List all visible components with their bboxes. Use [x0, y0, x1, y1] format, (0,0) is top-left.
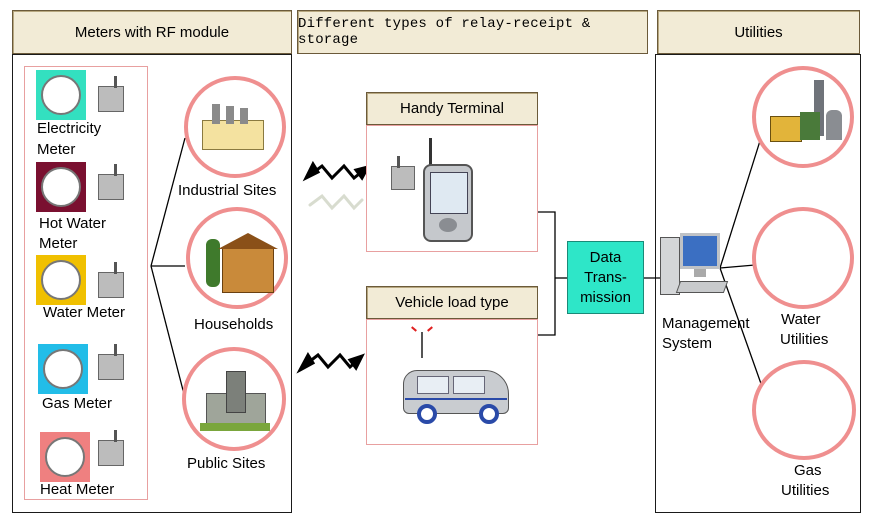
data-transmission-line2: Trans- — [584, 268, 627, 286]
vehicle-header: Vehicle load type — [366, 286, 538, 319]
electricity-meter-label-1: Electricity — [37, 120, 102, 137]
water-utilities-label-2: Utilities — [780, 331, 829, 348]
water-meter-label: Water Meter — [43, 304, 125, 321]
rf-module-icon — [94, 76, 124, 112]
rf-module-icon — [94, 262, 124, 298]
handy-terminal-panel — [366, 125, 538, 252]
relay-header-label: Different types of relay-receipt & stora… — [298, 16, 591, 48]
water-utilities-label-1: Water — [781, 311, 821, 328]
vehicle-panel — [366, 319, 538, 445]
relay-header: Different types of relay-receipt & stora… — [297, 10, 648, 54]
handheld-terminal-icon — [423, 138, 483, 244]
management-label-2: System — [662, 335, 713, 352]
gas-meter-label: Gas Meter — [42, 395, 113, 412]
power-plant-icon — [764, 80, 848, 150]
gas-meter-icon — [38, 344, 88, 394]
rf-module-icon — [94, 164, 124, 200]
electricity-meter-label-2: Meter — [37, 141, 76, 158]
handy-terminal-label: Handy Terminal — [400, 100, 504, 117]
data-transmission-box: Data Trans- mission — [567, 241, 644, 314]
handy-terminal-header: Handy Terminal — [366, 92, 538, 125]
gas-utilities-label-2: Utilities — [781, 482, 830, 499]
public-building-icon — [200, 371, 270, 431]
water-utilities-ring — [752, 207, 854, 309]
electricity-meter-icon — [36, 70, 86, 120]
vehicle-label: Vehicle load type — [395, 294, 509, 311]
management-label-1: Management — [662, 315, 750, 332]
computer-icon — [660, 233, 729, 309]
rf-module-icon — [387, 156, 417, 192]
rf-module-icon — [94, 430, 124, 466]
public-sites-ring — [182, 347, 286, 451]
wireless-arrow-vehicle-icon — [296, 352, 365, 374]
data-transmission-line3: mission — [580, 288, 631, 306]
utilities-header-label: Utilities — [734, 23, 783, 41]
heat-meter-icon — [40, 432, 90, 482]
hot-water-meter-label-1: Hot Water — [39, 215, 106, 232]
wireless-arrow-icon — [302, 160, 371, 182]
meters-header-label: Meters with RF module — [74, 23, 230, 41]
industrial-sites-label: Industrial Sites — [178, 182, 277, 199]
public-sites-label: Public Sites — [187, 455, 266, 472]
power-plant-ring — [752, 66, 854, 168]
gas-utilities-ring — [752, 360, 856, 460]
households-label: Households — [194, 316, 274, 333]
van-icon — [403, 360, 511, 430]
water-meter-icon — [36, 255, 86, 305]
heat-meter-label: Heat Meter — [40, 481, 115, 498]
wireless-arrow-faded-icon — [308, 193, 364, 211]
antenna-signal-icon — [409, 326, 439, 358]
house-icon — [206, 225, 278, 295]
utilities-header: Utilities — [657, 10, 860, 54]
gas-utilities-label-1: Gas — [794, 462, 822, 479]
rf-module-icon — [94, 344, 124, 380]
industrial-sites-ring — [184, 76, 286, 178]
data-transmission-line1: Data — [589, 248, 622, 266]
factory-icon — [202, 104, 268, 150]
hot-water-meter-label-2: Meter — [39, 235, 78, 252]
meters-header: Meters with RF module — [12, 10, 292, 54]
households-ring — [186, 207, 288, 309]
hot-water-meter-icon — [36, 162, 86, 212]
